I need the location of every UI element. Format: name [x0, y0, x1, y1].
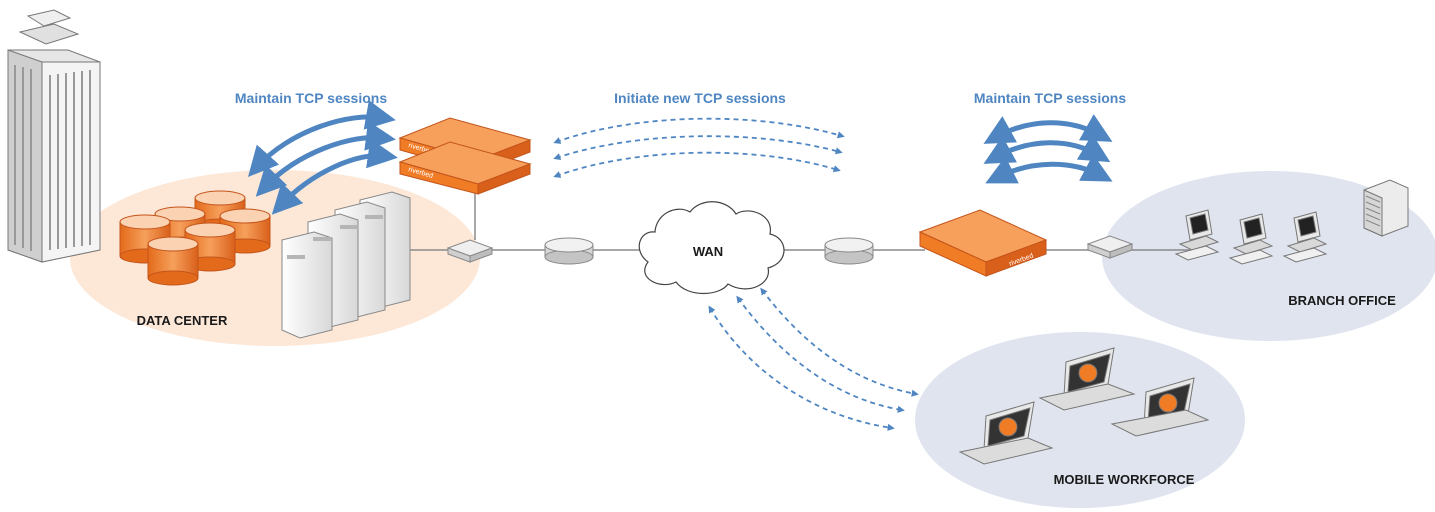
- desktop-computer-icon: [1228, 213, 1274, 265]
- server-stack-icon: [1363, 179, 1409, 237]
- wan-accelerator-icon: riverbed: [918, 209, 1048, 277]
- mobile-workforce-zone: [915, 332, 1245, 508]
- desktop-computer-icon: [1174, 209, 1220, 261]
- maintain-session-arrows-left: [247, 100, 398, 215]
- server-rack-icon: [281, 191, 411, 339]
- network-links: [405, 190, 1190, 251]
- building-icon: [7, 9, 101, 263]
- maintain-sessions-right-label: Maintain TCP sessions: [974, 90, 1126, 106]
- router-icon: [544, 237, 594, 265]
- switch-icon: [446, 239, 494, 263]
- initiate-sessions-label: Initiate new TCP sessions: [614, 90, 786, 106]
- switch-icon: [1086, 235, 1134, 259]
- laptop-icon: [1038, 347, 1136, 411]
- cloud-icon: [638, 201, 785, 294]
- database-icon: [119, 190, 271, 286]
- mobile-session-arrows: [708, 287, 919, 431]
- laptop-icon: [1110, 377, 1210, 437]
- maintain-session-arrows-right: [983, 114, 1113, 184]
- mobile-workforce-label: MOBILE WORKFORCE: [1054, 472, 1195, 487]
- router-icon: [824, 237, 874, 265]
- laptop-icon: [958, 401, 1054, 465]
- data-center-label: DATA CENTER: [137, 313, 228, 328]
- wan-accelerator-icon: riverbed riverbed: [398, 117, 532, 195]
- maintain-sessions-left-label: Maintain TCP sessions: [235, 90, 387, 106]
- wan-label: WAN: [693, 244, 723, 259]
- initiate-session-arrows: [553, 117, 845, 178]
- branch-office-label: BRANCH OFFICE: [1288, 293, 1396, 308]
- desktop-computer-icon: [1282, 211, 1328, 263]
